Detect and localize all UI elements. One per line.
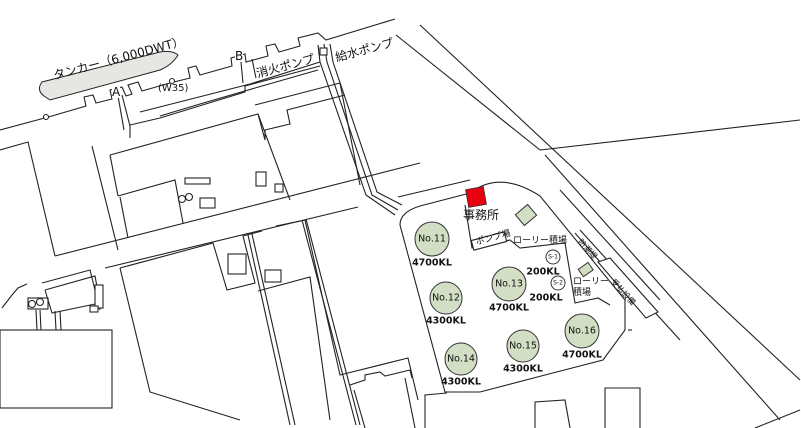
tank-capacity: 4700KL [562,349,602,361]
lorry-loading-label-2b: 積場 [573,288,592,298]
tank-yard-boundary [399,181,626,393]
pump-house [470,231,508,251]
bollard [42,113,50,121]
small-tank [550,275,566,291]
tanker-ship [38,50,179,101]
tank-no14 [444,342,478,376]
tank-name: No.13 [495,278,523,290]
tank-capacity: 4300KL [426,315,466,327]
bollard [168,77,176,85]
tank-capacity: 4300KL [503,363,543,375]
lorry-loading-label-2a: ローリー [573,277,610,287]
tank-name: No.15 [509,340,537,352]
lorry-loading-area [577,261,594,278]
tank-capacity: 4700KL [489,302,529,314]
small-tank-name: S-2 [553,279,563,287]
tank-no11 [414,221,450,257]
tank-name: No.12 [432,292,460,304]
tank-no13 [491,266,527,302]
berth-b-label: B [235,49,244,63]
tank-name: No.16 [568,325,596,337]
office-marker [465,186,487,208]
lorry-loading-area [514,203,538,227]
tank-no15 [506,329,540,363]
warehouse-block [0,329,113,409]
tank-capacity: 4700KL [412,257,452,269]
small-tank-name: S-1 [548,253,558,261]
tank-no12 [429,281,463,315]
tank-name: No.14 [447,353,475,365]
tank-capacity: 4300KL [441,376,481,388]
small-tank-capacity: 200KL [526,266,560,278]
small-tank [545,249,561,265]
office-label: 事務所 [463,208,500,222]
small-tank-capacity: 200KL [529,292,563,304]
tank-no16 [564,313,600,349]
berth-a-label: A [112,85,121,99]
tank-name: No.11 [418,233,446,245]
lorry-loading-label-1: ローリー積場 [513,236,568,246]
quay-edge [0,18,396,131]
road-width-label: (W35) [158,83,189,94]
